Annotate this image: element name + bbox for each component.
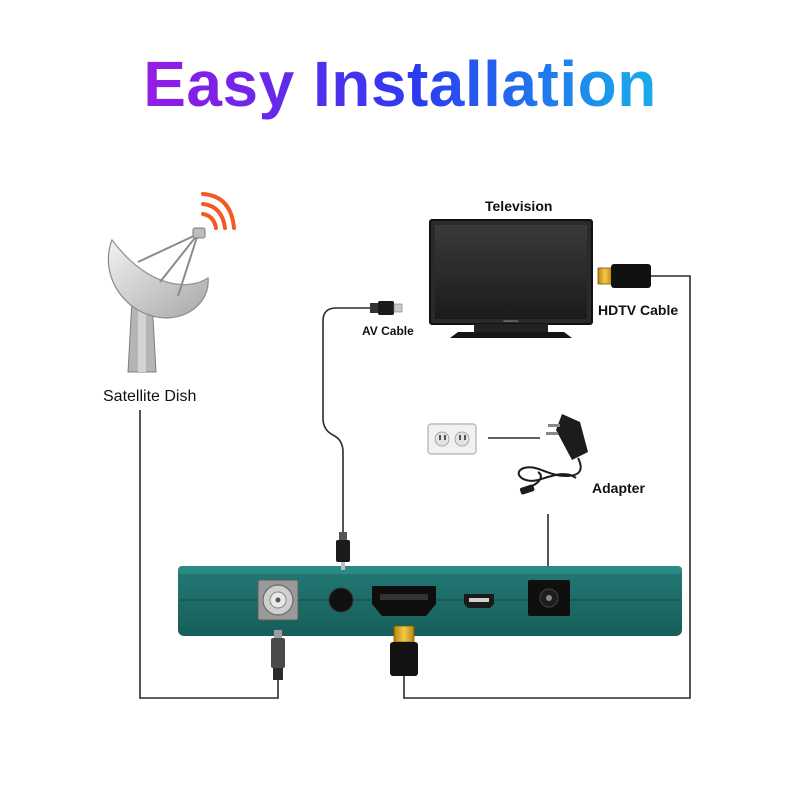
wall-outlet-icon [427,423,477,455]
av-cable-label: AV Cable [362,324,414,338]
power-adapter-icon [517,414,588,495]
hdtv-cable-line [403,275,691,699]
av-port [328,587,354,613]
television-label: Television [485,198,553,214]
signal-waves-icon [201,192,236,230]
hdmi-receiver-plug [390,625,418,676]
satellite-dish-label: Satellite Dish [103,388,197,405]
dish-cable-line [139,410,279,699]
rf-port [257,579,299,621]
coax-plug-icon [271,630,285,680]
dc-power-port [528,580,570,616]
hdmi-plug-icon [597,264,651,288]
satellite-dish-icon [107,227,209,373]
television-icon: SAMSUNG [429,219,593,338]
receiver-box [178,566,682,636]
adapter-label: Adapter [592,480,645,496]
rca-plug-icon [370,301,403,315]
hdmi-port [372,586,436,616]
av-receiver-plug [336,532,350,570]
tv-brand-mark: SAMSUNG [503,319,519,323]
av-cable-line [322,307,370,532]
mini-usb-port [464,594,494,608]
cable-lines [139,275,691,699]
hdtv-cable-label: HDTV Cable [598,302,679,318]
